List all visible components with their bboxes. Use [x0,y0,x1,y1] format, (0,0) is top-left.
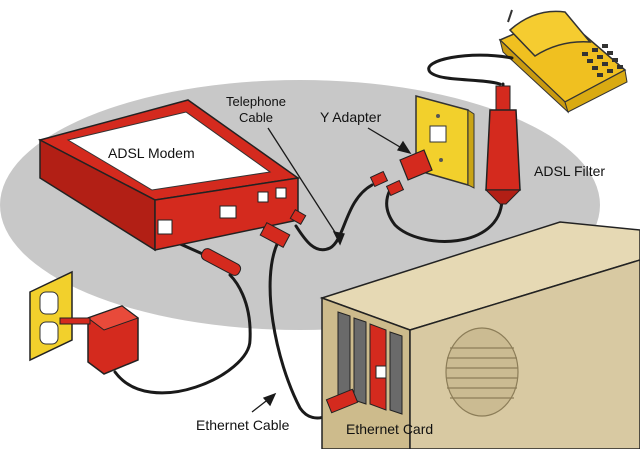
telephone-cable-leader [267,127,341,241]
telephone-cable-label-line2: Cable [239,110,273,125]
ethernet-cable-arrowhead [262,392,277,407]
y-adapter-label: Y Adapter [320,109,382,125]
modem-label: ADSL Modem [108,145,195,161]
ethernet-plug-card [325,388,359,414]
telephone-cable [294,183,374,252]
adsl-filter [484,85,522,205]
ethernet-card-label: Ethernet Card [346,421,433,437]
telephone [498,9,628,114]
power-plug-barrel [200,248,242,276]
power-cord [113,273,252,395]
y-adapter [369,149,433,197]
telephone-cable-arrowhead [332,231,345,246]
phone-cord [427,53,514,86]
power-adapter [59,305,140,375]
y-adapter-leader [367,127,406,151]
y-adapter-arrowhead [396,140,412,155]
power-outlet [29,270,73,362]
ethernet-cable-label: Ethernet Cable [196,417,290,433]
adsl-modem [37,99,300,252]
filter-to-y-cable [385,188,504,243]
computer [319,221,640,449]
adsl-filter-label: ADSL Filter [534,163,605,179]
telephone-plug [289,208,307,226]
telephone-cable-label-line1: Telephone [226,94,286,109]
ethernet-plug-modem [259,222,291,248]
